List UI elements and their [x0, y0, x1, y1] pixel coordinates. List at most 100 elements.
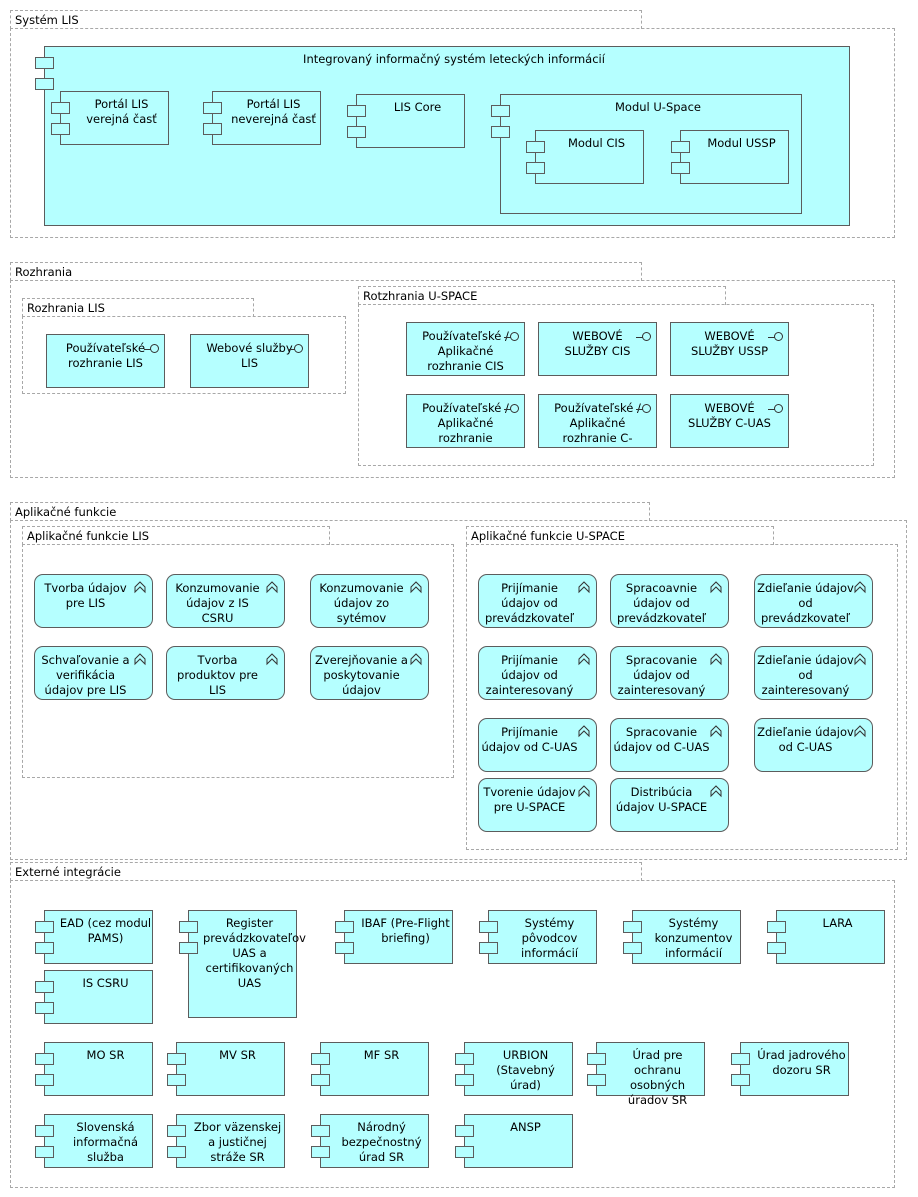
interface-lollipop-icon	[768, 404, 783, 414]
external-register-uas[interactable]: Register prevádzkovateľov UAS a certifik…	[179, 910, 306, 1018]
function-chevron-icon	[854, 581, 866, 594]
external-ead[interactable]: EAD (cez modul PAMS)	[35, 910, 153, 964]
component-icon	[455, 1125, 474, 1137]
function-chevron-icon	[710, 785, 722, 798]
interface-uspace-web-cis[interactable]: WEBOVÉ SLUŽBY CIS	[538, 322, 657, 376]
group-app-functions-uspace[interactable]	[466, 544, 898, 850]
component-icon	[35, 78, 54, 90]
interface-title: Používateľské / Aplikačné rozhranie CIS	[422, 329, 509, 373]
group-tab-interfaces-lis: Rozhrania LIS	[22, 298, 254, 317]
function-chevron-icon	[710, 725, 722, 738]
function-title: Zverejňovanie a poskytovanie údajov	[315, 653, 408, 697]
group-external[interactable]	[10, 880, 895, 1188]
external-data-protection-office[interactable]: Úrad pre ochranu osobných úradov SR	[587, 1042, 705, 1107]
component-title: Systémy konzumentov informácií	[654, 916, 733, 960]
interface-uspace-user-3[interactable]: Používateľské / Aplikačné rozhranie C-	[538, 394, 657, 448]
component-icon	[526, 141, 545, 153]
function-uspace-1[interactable]: Spracoavnie údajov od prevádzkovateľ	[610, 574, 729, 628]
component-icon	[526, 162, 545, 174]
function-title: Konzumovanie údajov zo sytémov	[319, 581, 404, 625]
component-icon	[179, 942, 198, 954]
component-icon	[479, 921, 498, 933]
external-nbu[interactable]: Národný bezpečnostný úrad SR	[311, 1114, 429, 1168]
component-lis-core[interactable]: LIS Core	[347, 94, 465, 148]
component-cis-module[interactable]: Modul CIS	[526, 130, 644, 184]
function-uspace-0[interactable]: Prijímanie údajov od prevádzkovateľ	[478, 574, 597, 628]
interface-uspace-web-ussp[interactable]: WEBOVÉ SLUŽBY USSP	[670, 322, 789, 376]
function-lis-4[interactable]: Tvorba produktov pre LIS	[166, 646, 285, 700]
interface-lollipop-icon	[636, 332, 651, 342]
function-lis-1[interactable]: Konzumovanie údajov z IS CSRU	[166, 574, 285, 628]
group-title-system-lis: Systém LIS	[15, 13, 79, 27]
external-mo-sr[interactable]: MO SR	[35, 1042, 153, 1096]
function-title: Tvorba produktov pre LIS	[177, 653, 258, 697]
function-uspace-8[interactable]: Zdieľanie údajov od C-UAS	[754, 718, 873, 772]
external-prison-guard[interactable]: Zbor väzenskej a justičnej stráže SR	[167, 1114, 285, 1168]
function-uspace-7[interactable]: Spracovanie údajov od C-UAS	[610, 718, 729, 772]
function-chevron-icon	[134, 581, 146, 594]
component-icon	[335, 942, 354, 954]
function-uspace-6[interactable]: Prijímanie údajov od C-UAS	[478, 718, 597, 772]
interface-lis-web[interactable]: Webové služby LIS	[190, 334, 309, 388]
function-title: Prijímanie údajov od C-UAS	[481, 725, 578, 754]
component-ussp-module[interactable]: Modul USSP	[671, 130, 789, 184]
group-tab-system-lis: Systém LIS	[10, 10, 642, 29]
function-lis-3[interactable]: Schvaľovanie a verifikácia údajov pre LI…	[34, 646, 153, 700]
group-interfaces[interactable]	[10, 280, 895, 478]
component-icon	[203, 123, 222, 135]
interface-lis-user[interactable]: Používateľské rozhranie LIS	[46, 334, 165, 388]
function-chevron-icon	[410, 581, 422, 594]
component-icon	[35, 1074, 54, 1086]
function-uspace-3[interactable]: Prijímanie údajov od zainteresovaný	[478, 646, 597, 700]
interface-uspace-user-cis[interactable]: Používateľské / Aplikačné rozhranie CIS	[406, 322, 525, 376]
function-lis-5[interactable]: Zverejňovanie a poskytovanie údajov	[310, 646, 429, 700]
external-mf-sr[interactable]: MF SR	[311, 1042, 429, 1096]
function-uspace-9[interactable]: Tvorenie údajov pre U-SPACE	[478, 778, 597, 832]
function-uspace-4[interactable]: Spracovanie údajov od zainteresovaný	[610, 646, 729, 700]
function-title: Prijímanie údajov od zainteresovaný	[485, 653, 574, 697]
component-icon	[767, 942, 786, 954]
group-tab-external: Externé integrácie	[10, 862, 642, 881]
group-title-app-functions-uspace: Aplikačné funkcie U-SPACE	[471, 529, 625, 543]
external-is-csru[interactable]: IS CSRU	[35, 970, 153, 1024]
external-mv-sr[interactable]: MV SR	[167, 1042, 285, 1096]
interface-uspace-user-2[interactable]: Používateľské / Aplikačné rozhranie	[406, 394, 525, 448]
function-lis-2[interactable]: Konzumovanie údajov zo sytémov	[310, 574, 429, 628]
function-title: Zdieľanie údajov od prevádzkovateľ	[757, 581, 854, 625]
external-nuclear-authority[interactable]: Úrad jadrového dozoru SR	[731, 1042, 849, 1096]
interface-uspace-web-cuas[interactable]: WEBOVÉ SLUŽBY C-UAS	[670, 394, 789, 448]
group-interfaces-uspace[interactable]	[358, 304, 874, 466]
external-lara[interactable]: LARA	[767, 910, 885, 964]
group-app-functions[interactable]	[10, 520, 907, 860]
external-sis[interactable]: Slovenská informačná služba	[35, 1114, 153, 1168]
external-consumer-systems[interactable]: Systémy konzumentov informácií	[623, 910, 741, 964]
component-portal-public[interactable]: Portál LIS verejná časť	[51, 91, 169, 145]
component-icon	[35, 1125, 54, 1137]
component-icon	[587, 1053, 606, 1065]
group-tab-interfaces-uspace: Rotzhrania U-SPACE	[358, 286, 726, 305]
function-title: Tvorba údajov pre LIS	[44, 581, 127, 610]
function-uspace-5[interactable]: Zdieľanie údajov od zainteresovaný	[754, 646, 873, 700]
function-uspace-10[interactable]: Distribúcia údajov U-SPACE	[610, 778, 729, 832]
component-icon	[51, 123, 70, 135]
component-title: Modul USSP	[707, 136, 776, 150]
group-interfaces-lis[interactable]	[22, 316, 346, 394]
interface-lollipop-icon	[144, 344, 159, 354]
group-system-lis[interactable]	[10, 28, 895, 238]
external-ansp[interactable]: ANSP	[455, 1114, 573, 1168]
function-lis-0[interactable]: Tvorba údajov pre LIS	[34, 574, 153, 628]
function-title: Distribúcia údajov U-SPACE	[615, 785, 708, 814]
function-uspace-2[interactable]: Zdieľanie údajov od prevádzkovateľ	[754, 574, 873, 628]
component-icon	[167, 1074, 186, 1086]
component-icon	[347, 105, 366, 117]
external-source-systems[interactable]: Systémy pôvodcov informácií	[479, 910, 597, 964]
function-title: Schvaľovanie a verifikácia údajov pre LI…	[41, 653, 130, 697]
group-tab-app-functions: Aplikačné funkcie	[10, 502, 650, 521]
external-ibaf[interactable]: IBAF (Pre-Flight briefing)	[335, 910, 453, 964]
external-urbion[interactable]: URBION (Stavebný úrad)	[455, 1042, 573, 1096]
group-tab-interfaces: Rozhrania	[10, 262, 642, 281]
component-icon	[587, 1074, 606, 1086]
group-app-functions-lis[interactable]	[22, 544, 454, 778]
component-portal-private[interactable]: Portál LIS neverejná časť	[203, 91, 321, 145]
component-title: Integrovaný informačný systém leteckých …	[303, 52, 605, 66]
